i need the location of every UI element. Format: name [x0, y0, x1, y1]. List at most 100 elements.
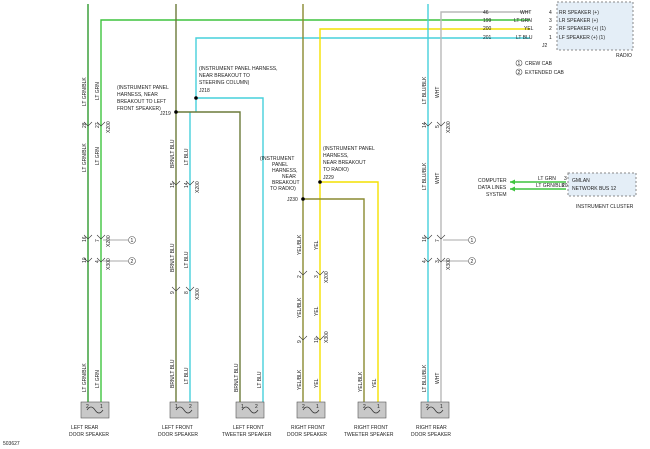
radio-pin-2-circuit: 199 — [483, 18, 492, 24]
j229-line-1: (INSTRUMENT PANEL — [323, 146, 375, 152]
speaker-icon — [86, 406, 104, 414]
radio-pin-2-wire: LT GRN — [514, 18, 532, 24]
label-lr-pin-b: 7 — [95, 239, 101, 242]
label-rf-conn: X200 — [324, 271, 330, 283]
j230-line-3: HARNESS, — [272, 168, 298, 174]
instrument-cluster: COMPUTER DATA LINES SYSTEM LT GRN LT GRN… — [478, 172, 637, 210]
radio-pin-1-name: RR SPEAKER (+) — [559, 10, 599, 16]
label-lf-conn: X200 — [195, 181, 201, 193]
wires — [87, 4, 566, 402]
figure-id: 503627 — [3, 441, 20, 447]
svg-text:2: 2 — [471, 259, 474, 265]
label-rf-conn2: X300 — [324, 331, 330, 343]
label-lr-left-top: LT GRN/BLK — [82, 77, 88, 106]
splice-j230 — [301, 197, 305, 201]
label-rr-left-mid: LT BLU/BLK — [422, 162, 428, 190]
breakout-j219: (INSTRUMENT PANEL HARNESS, NEAR BREAKOUT… — [117, 85, 171, 117]
svg-text:1: 1 — [131, 238, 134, 244]
label-lr-pin-d: 4 — [95, 260, 101, 263]
speaker-left-front-tweeter: 1 2 LEFT FRONT TWEETER SPEAKER — [222, 401, 272, 438]
speaker-icon — [363, 406, 381, 414]
speaker-name-2: DOOR SPEAKER — [411, 432, 451, 438]
label-lr-conn2: X200 — [106, 235, 112, 247]
label-rr-pin-d: 3 — [435, 260, 441, 263]
label-rf-left-mid: YEL/BLK — [297, 234, 303, 255]
j219-line-1: (INSTRUMENT PANEL — [117, 85, 169, 91]
label-lr-circ-b: 27 — [95, 122, 101, 128]
splices — [174, 96, 322, 201]
j218-line-3: STEERING COLUMN) — [199, 80, 250, 86]
svg-text:1: 1 — [377, 404, 380, 410]
wire-brn-tweeter — [176, 111, 241, 402]
label-rf-bot-left: YEL/BLK — [297, 369, 303, 390]
radio-pin-1-wire: WHT — [520, 10, 531, 16]
speaker-name-1: LEFT REAR — [71, 425, 99, 431]
svg-text:1: 1 — [241, 404, 244, 410]
label-lr-bot-left: LT GRN/BLK — [82, 363, 88, 392]
radio-pin-3-wire: YEL — [524, 26, 534, 32]
legend-num-2: 2 — [518, 70, 521, 76]
j218-line-1: (INSTRUMENT PANEL HARNESS, — [199, 66, 278, 72]
label-rft-bot-left: YEL/BLK — [358, 371, 364, 392]
label-rf-pin-a: 2 — [297, 275, 303, 278]
label-lf-left-low: BRN/LT BLU — [170, 243, 176, 272]
splice-j229 — [318, 180, 322, 184]
label-lf-pin-a: 15 — [170, 182, 176, 188]
cluster-system-1: COMPUTER — [478, 178, 507, 184]
j219-connector: J219 — [160, 111, 171, 117]
label-lft-bot-left: BRN/LT BLU — [234, 363, 240, 392]
svg-text:2: 2 — [363, 404, 366, 410]
label-rr-circ-a: 14 — [422, 122, 428, 128]
label-lf-pin-c: 9 — [170, 291, 176, 294]
speaker-icon — [175, 406, 193, 414]
label-rr-conn: X200 — [446, 121, 452, 133]
label-lf-left-mid: BRN/LT BLU — [170, 139, 176, 168]
radio-pin-2-num: 3 — [549, 18, 552, 24]
speaker-right-rear: 2 1 RIGHT REAR DOOR SPEAKER — [411, 401, 451, 438]
wire-ltblu-tweeter — [196, 97, 264, 402]
svg-text:1: 1 — [440, 404, 443, 410]
cluster-pin-a: 3 — [564, 176, 567, 182]
svg-text:2: 2 — [86, 404, 89, 410]
j229-line-4: TO RADIO) — [323, 167, 349, 173]
speaker-name-1: LEFT FRONT — [162, 425, 193, 431]
j218-line-2: NEAR BREAKOUT TO — [199, 73, 250, 79]
label-lf-right-low: LT BLU — [184, 251, 190, 268]
label-lr-left-mid: LT GRN/BLK — [82, 143, 88, 172]
label-lf-bot-right: LT BLU — [184, 367, 190, 384]
svg-text:1: 1 — [316, 404, 319, 410]
speaker-icon — [302, 406, 320, 414]
legend-marker-2 — [515, 68, 523, 76]
cluster-box — [567, 172, 637, 197]
j229-connector: J229 — [323, 175, 334, 181]
j230-line-6: TO RADIO) — [270, 186, 296, 192]
speaker-right-front: 2 1 RIGHT FRONT DOOR SPEAKER — [287, 401, 327, 438]
radio-pin-2-name: LR SPEAKER (+) — [559, 18, 598, 24]
speaker-icon — [241, 406, 259, 414]
j218-connector: J218 — [199, 88, 210, 94]
legend-marker-1 — [515, 59, 523, 67]
label-rf-pin-c: 9 — [297, 340, 303, 343]
cluster-name-b: NETWORK BUS 12 — [572, 186, 616, 192]
radio-pin-4-num: 1 — [549, 35, 552, 41]
label-lf-pin-d: 8 — [184, 291, 190, 294]
cluster-label: INSTRUMENT CLUSTER — [576, 204, 634, 210]
speaker-name-2: DOOR SPEAKER — [287, 432, 327, 438]
j230-connector: J230 — [287, 197, 298, 203]
label-lr-pin-a: 16 — [82, 236, 88, 242]
label-rr-pin-b: 7 — [435, 239, 441, 242]
label-lf-pin-b: 14 — [184, 182, 190, 188]
legend-text-1: CREW CAB — [525, 61, 553, 67]
radio-block: 46 WHT 4 RR SPEAKER (+) 199 LT GRN 3 LR … — [483, 1, 634, 59]
label-rr-pin-a: 16 — [422, 236, 428, 242]
breakout-j230: (INSTRUMENT PANEL HARNESS, NEAR BREAKOUT… — [260, 156, 300, 203]
svg-text:2: 2 — [255, 404, 258, 410]
cluster-system-3: SYSTEM — [486, 192, 507, 198]
label-rr-circ-b: 5 — [435, 125, 441, 128]
label-rr-right-top: WHT — [435, 87, 441, 98]
radio-pin-3-name: RF SPEAKER (+) (1) — [559, 26, 606, 32]
speaker-name-2: DOOR SPEAKER — [158, 432, 198, 438]
option-markers — [103, 236, 476, 265]
legend-num-1: 1 — [518, 61, 521, 67]
label-rr-conn2: X300 — [446, 258, 452, 270]
